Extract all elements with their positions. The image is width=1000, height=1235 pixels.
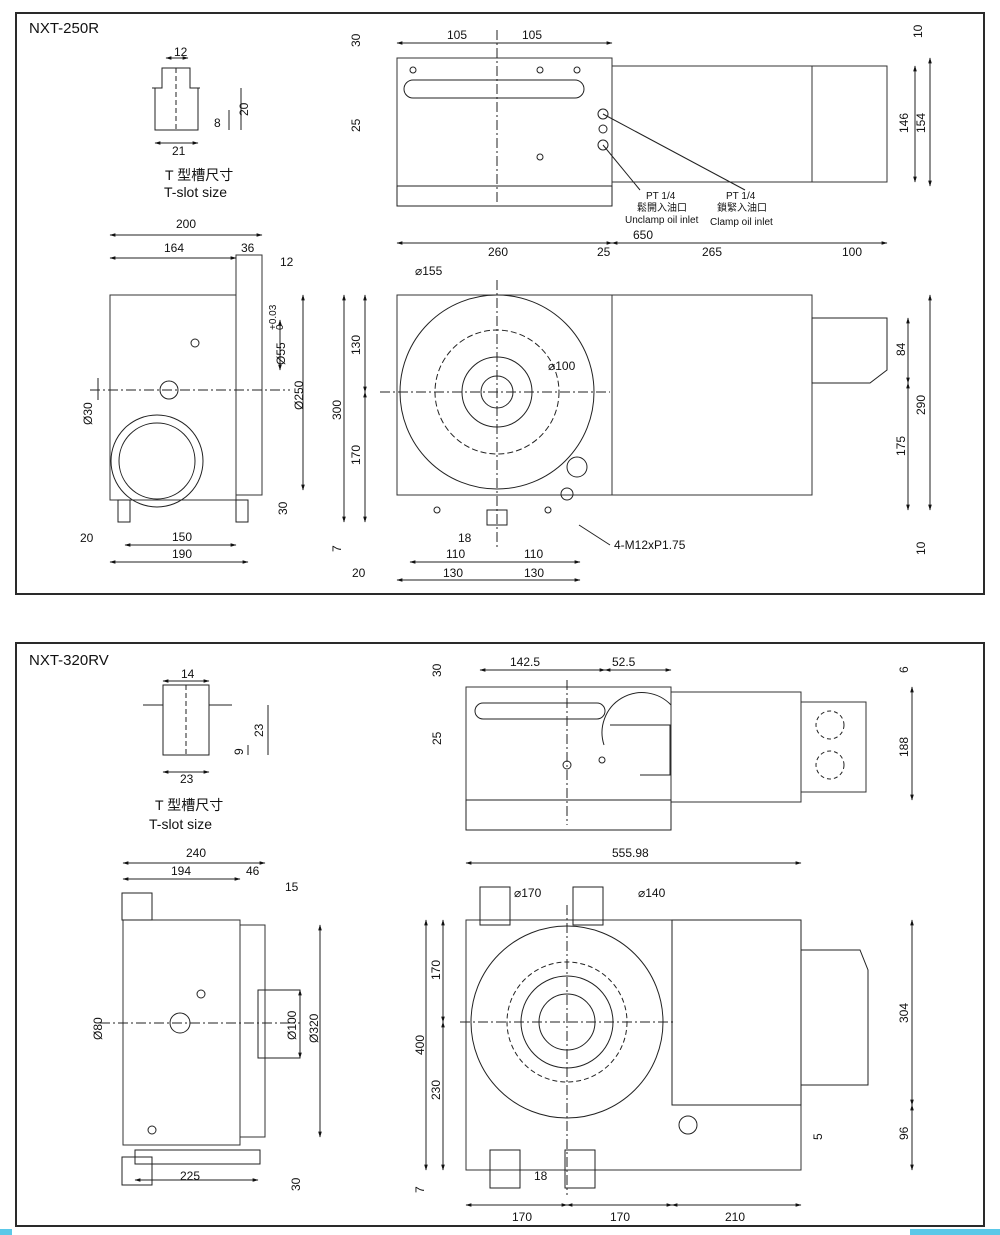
top-h-top: 30 (349, 33, 363, 47)
corner-accent-right (910, 1229, 1000, 1235)
side-overall: 240 (186, 846, 206, 860)
side-bore: Ø55 (274, 342, 288, 365)
front-a: 260 (488, 245, 508, 259)
top-right: 52.5 (612, 655, 636, 669)
front-s170b: 170 (610, 1210, 630, 1224)
side-outer: Ø320 (307, 1013, 321, 1043)
front-s130b: 130 (524, 566, 544, 580)
front-s110b: 110 (524, 547, 543, 561)
front-s170a: 170 (512, 1210, 532, 1224)
front-c: 265 (702, 245, 722, 259)
front-h170: 170 (429, 960, 443, 980)
front-s110a: 110 (446, 547, 465, 561)
unclamp-zh: 鬆開入油口 (637, 201, 687, 214)
top-right: 105 (522, 28, 542, 42)
tslot-base: 21 (172, 144, 186, 158)
front-h170: 170 (349, 445, 363, 465)
tslot-h2: 8 (214, 116, 221, 130)
model-title: NXT-320RV (29, 652, 109, 669)
side-left-offset: 20 (80, 531, 94, 545)
front-total: 555.98 (612, 846, 649, 860)
front-h300: 300 (330, 400, 344, 420)
top-h-mid: 25 (349, 118, 363, 132)
front-d170: ⌀170 (514, 886, 542, 900)
front-s18: 18 (534, 1169, 548, 1183)
front-d140: ⌀140 (638, 886, 666, 900)
tslot-h2: 9 (232, 748, 246, 755)
side-overall: 200 (176, 217, 196, 231)
front-h96: 96 (897, 1126, 911, 1140)
top-left: 105 (447, 28, 467, 42)
side-base: 225 (180, 1169, 200, 1183)
tslot-width: 14 (181, 667, 195, 681)
top-w2: 154 (914, 113, 928, 133)
panel-nxt-320rv: NXT-320RV (15, 642, 985, 1227)
side-lower: 30 (289, 1177, 303, 1191)
tslot-caption-zh: T 型槽尺寸 (155, 797, 223, 813)
front-h10: 10 (914, 541, 928, 555)
front-s210: 210 (725, 1210, 745, 1224)
front-h130: 130 (349, 335, 363, 355)
front-h400: 400 (413, 1035, 427, 1055)
front-s18: 18 (458, 531, 472, 545)
front-h7: 7 (330, 545, 344, 552)
tslot-caption-en: T-slot size (164, 184, 227, 200)
top-w1: 146 (897, 113, 911, 133)
tslot-h1: 20 (237, 102, 251, 116)
drawing-nxt-320rv: 14 23 23 9 T 型槽尺寸 T-slot size 240 194 46… (91, 655, 914, 1224)
tslot-base: 23 (180, 772, 194, 786)
front-h5: 5 (811, 1133, 825, 1140)
front-d100: ⌀100 (548, 359, 576, 373)
front-s130a: 130 (443, 566, 463, 580)
top-h-mid: 25 (430, 731, 444, 745)
total-length: 650 (633, 228, 653, 242)
front-b: 25 (597, 245, 611, 259)
front-h304: 304 (897, 1003, 911, 1023)
side-base-inner: 150 (172, 530, 192, 544)
top-h-top: 30 (430, 663, 444, 677)
side-main: 164 (164, 241, 184, 255)
top-width: 188 (897, 737, 911, 757)
pt1-label: PT 1/4 (646, 191, 676, 202)
side-outer: Ø250 (292, 380, 306, 410)
clamp-en: Clamp oil inlet (710, 217, 773, 228)
top-left: 142.5 (510, 655, 540, 669)
pt2-label: PT 1/4 (726, 191, 756, 202)
side-plate: 12 (280, 255, 294, 269)
side-tol: +0.03 (268, 304, 279, 330)
tslot-h1: 23 (252, 723, 266, 737)
side-plate: 15 (285, 880, 299, 894)
side-flange: 36 (241, 241, 255, 255)
top-right-top: 10 (911, 24, 925, 38)
unclamp-en: Unclamp oil inlet (625, 215, 699, 226)
front-h290: 290 (914, 395, 928, 415)
side-shaft: Ø80 (91, 1017, 105, 1040)
model-title: NXT-250R (29, 20, 100, 37)
side-main: 194 (171, 864, 191, 878)
tslot-caption-zh: T 型槽尺寸 (165, 167, 233, 183)
side-base-outer: 190 (172, 547, 192, 561)
side-tol0: 0 (275, 324, 286, 330)
front-d: 100 (842, 245, 862, 259)
clamp-zh: 鎖緊入油口 (717, 201, 767, 214)
front-s20: 20 (352, 566, 366, 580)
front-h7: 7 (413, 1186, 427, 1193)
side-flange: 46 (246, 864, 260, 878)
side-bore: Ø100 (285, 1010, 299, 1040)
corner-accent-left (0, 1229, 12, 1235)
front-d155: ⌀155 (415, 264, 443, 278)
tslot-caption-en: T-slot size (149, 816, 212, 832)
front-h175: 175 (894, 436, 908, 456)
side-lower: 30 (276, 501, 290, 515)
front-bolt: 4-M12xP1.75 (614, 538, 686, 552)
top-right-top: 6 (897, 666, 911, 673)
front-h84: 84 (894, 342, 908, 356)
front-h230: 230 (429, 1080, 443, 1100)
drawing-nxt-250r: 12 21 20 8 T 型槽尺寸 T-slot size 200 164 36… (80, 24, 932, 582)
side-shaft: Ø30 (81, 402, 95, 425)
tslot-width: 12 (174, 45, 188, 59)
panel-nxt-250r: NXT-250R (15, 12, 985, 595)
